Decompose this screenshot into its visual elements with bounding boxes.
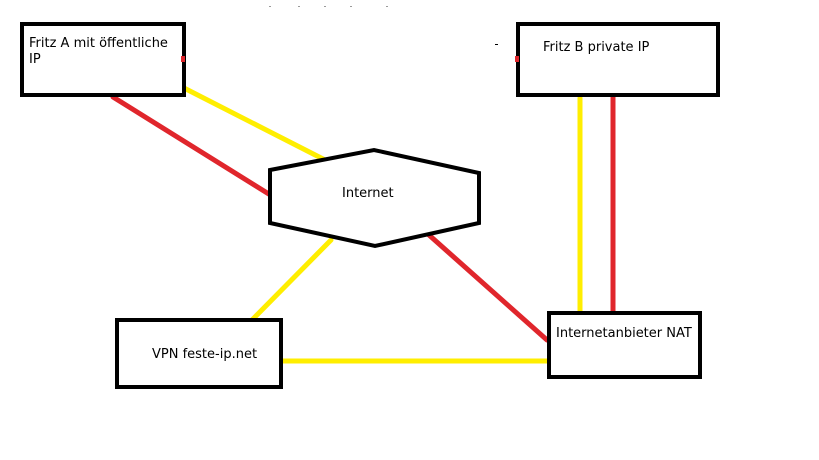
fritz-b-label: Fritz B private IP — [543, 40, 650, 55]
internet-hexagon — [268, 147, 481, 249]
stray-marks — [269, 6, 498, 45]
link-fritz-a-internet-yellow — [181, 85, 330, 164]
node-vpn: VPN feste-ip.net — [115, 318, 283, 389]
node-fritz-b: Fritz B private IP — [515, 22, 720, 97]
fritz-a-port-marker — [181, 56, 185, 62]
isp-nat-label: Internetanbieter NAT — [556, 326, 692, 341]
link-fritz-a-internet-red — [110, 94, 275, 199]
node-fritz-a: Fritz A mit öffentliche IP — [20, 22, 186, 97]
connections — [110, 85, 616, 364]
isp-nat-box — [547, 311, 702, 379]
node-internet: Internet — [268, 147, 481, 249]
fritz-a-label-line2: IP — [29, 52, 41, 67]
fritz-a-label-line1: Fritz A mit öffentliche — [29, 36, 168, 51]
fritz-a-box — [20, 22, 186, 97]
vpn-label: VPN feste-ip.net — [152, 347, 257, 362]
fritz-b-box — [516, 22, 720, 97]
node-isp-nat: Internetanbieter NAT — [547, 311, 702, 379]
internet-label: Internet — [342, 186, 394, 201]
fritz-b-port-marker — [515, 56, 519, 62]
link-internet-isp-red — [426, 232, 550, 343]
link-internet-vpn-yellow — [248, 237, 334, 324]
vpn-box — [115, 318, 283, 389]
